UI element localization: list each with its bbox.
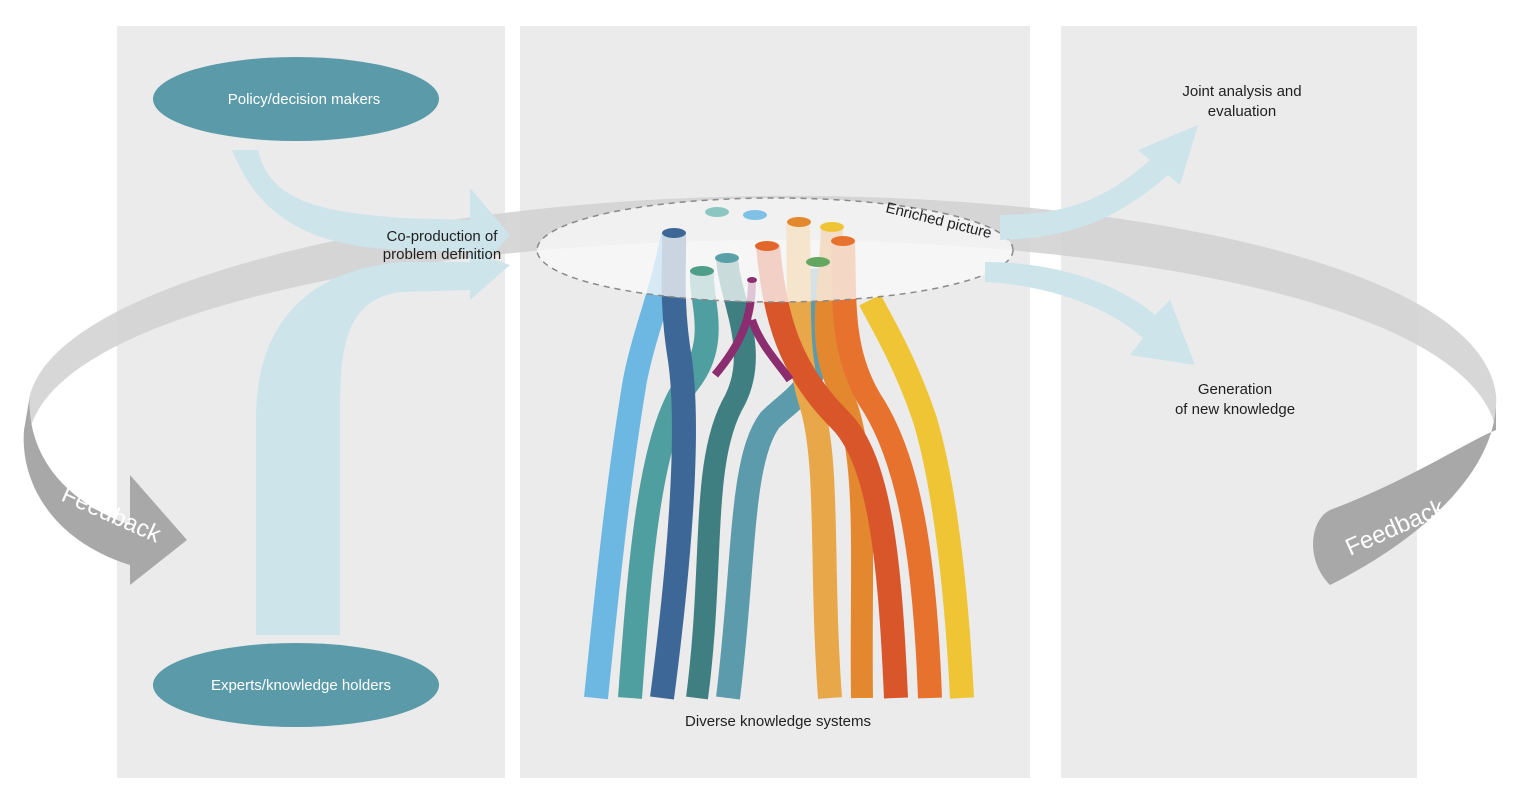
feedback-sweep-left [23,395,188,585]
strand-cap-2 [705,207,729,217]
enriched-picture-ellipse [536,197,1014,303]
arrow-policy-to-coproduction [232,150,510,280]
strand-9 [831,240,942,699]
diverse-knowledge-label: Diverse knowledge systems [685,713,871,730]
joint-analysis-label-2: evaluation [1208,103,1276,120]
arrow-experts-to-coproduction [256,252,510,635]
strand-tops [662,207,855,283]
strand-cap-4 [787,217,811,227]
joint-analysis-label-1: Joint analysis and [1182,83,1301,100]
strand-cap-6 [755,241,779,251]
generation-label-1: Generation [1198,381,1272,398]
strand-5 [716,267,834,700]
arrow-to-generation [985,262,1195,365]
strand-cap-3 [743,210,767,220]
strand-cap-8 [690,266,714,276]
experts-label: Experts/knowledge holders [211,677,391,694]
strand-cap-5 [820,222,844,232]
arrow-to-joint-analysis [1000,125,1198,240]
generation-label-2: of new knowledge [1175,401,1295,418]
strand-cap-11 [747,277,757,283]
feedback-sweep-right [1313,395,1497,585]
strand-4 [686,256,756,700]
strand-cap-7 [715,253,739,263]
coproduction-label-1: Co-production of [387,228,499,245]
policy-makers-node [153,57,439,141]
experts-node [153,643,439,727]
coproduction-label-2: problem definition [383,246,501,263]
strand-cap-1 [662,228,686,238]
strand-10 [859,294,974,699]
strand-cap-9 [806,257,830,267]
strand-cap-10 [831,236,855,246]
strand-8 [756,244,908,699]
panel-right [1061,26,1417,778]
policy-makers-label: Policy/decision makers [228,91,381,108]
feedback-ring-back [30,195,1496,430]
